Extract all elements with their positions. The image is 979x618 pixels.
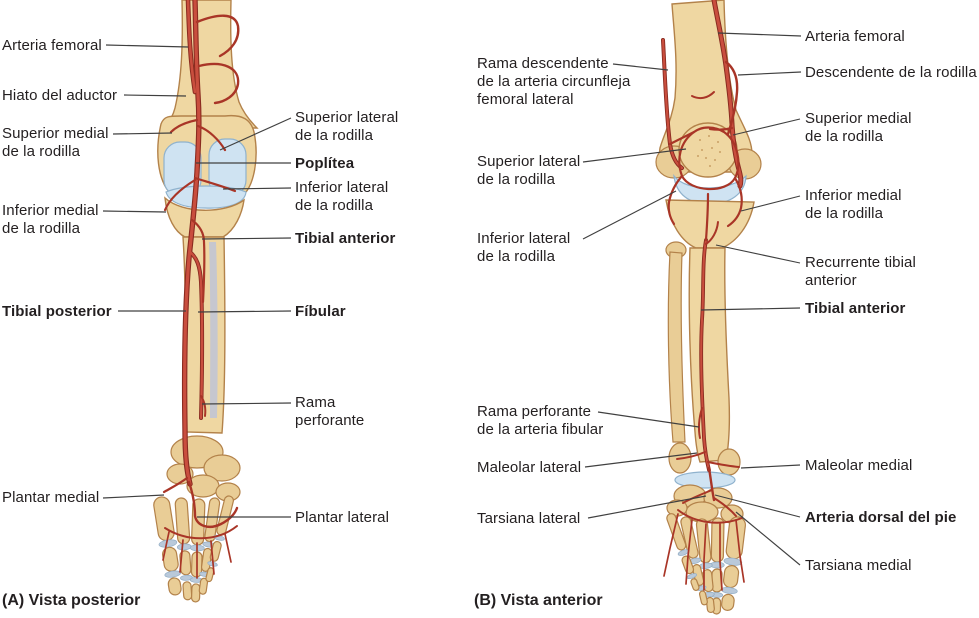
label-plantar-medial: Plantar medial: [2, 489, 100, 506]
label-arteria-dorsal-del-pie: Arteria dorsal del pie: [805, 509, 957, 526]
figure-b-leg-illustration: [655, 0, 762, 615]
label-arteria-femoral-a: Arteria femoral: [2, 37, 102, 54]
label-superior-lateral-rodilla-a: Superior lateral de la rodilla: [295, 109, 399, 144]
label-hiato-del-aductor: Hiato del aductor: [2, 87, 118, 104]
figure-a-leader-lines: [102, 44, 292, 518]
figure-a-bones: [153, 0, 259, 603]
figure-b-caption: (B) Vista anterior: [474, 592, 603, 609]
label-rama-perforante-a: Rama perforante: [295, 394, 365, 429]
figure-a-caption: (A) Vista posterior: [2, 592, 141, 609]
label-inferior-medial-rodilla-b: Inferior medial de la rodilla: [805, 187, 902, 222]
label-inferior-medial-rodilla-a: Inferior medial de la rodilla: [2, 202, 99, 237]
label-tibial-anterior-a: Tibial anterior: [295, 230, 396, 247]
figure-a-leg-illustration: [153, 0, 259, 603]
label-tarsiana-medial: Tarsiana medial: [805, 557, 912, 574]
figure-b-bones: [655, 0, 762, 615]
label-superior-lateral-rodilla-b: Superior lateral de la rodilla: [477, 153, 581, 188]
label-tibial-posterior: Tibial posterior: [2, 303, 112, 320]
label-recurrente-tibial-anterior: Recurrente tibial anterior: [805, 254, 916, 289]
figure-b-arteries: [661, 0, 745, 591]
label-rama-perforante-fibular: Rama perforante de la arteria fibular: [477, 403, 604, 438]
figure-b-leader-lines: [582, 32, 802, 566]
patella-stipple: [697, 135, 721, 167]
label-poplitea: Poplítea: [295, 155, 355, 172]
label-superior-medial-rodilla-b: Superior medial de la rodilla: [805, 110, 912, 145]
label-rama-descendente-circunfleja: Rama descendente de la arteria circunfle…: [477, 55, 631, 108]
label-fibular: Fíbular: [295, 303, 346, 320]
label-plantar-lateral: Plantar lateral: [295, 509, 390, 526]
label-tibial-anterior-b: Tibial anterior: [805, 300, 906, 317]
label-descendente-rodilla: Descendente de la rodilla: [805, 64, 977, 81]
label-maleolar-lateral: Maleolar lateral: [477, 459, 582, 476]
label-tarsiana-lateral: Tarsiana lateral: [477, 510, 581, 527]
label-maleolar-medial: Maleolar medial: [805, 457, 913, 474]
label-inferior-lateral-rodilla-b: Inferior lateral de la rodilla: [477, 230, 571, 265]
label-arteria-femoral-b: Arteria femoral: [805, 28, 905, 45]
label-superior-medial-rodilla-a: Superior medial de la rodilla: [2, 125, 109, 160]
figure-a-arteries: [162, 0, 240, 579]
label-inferior-lateral-rodilla-a: Inferior lateral de la rodilla: [295, 179, 389, 214]
